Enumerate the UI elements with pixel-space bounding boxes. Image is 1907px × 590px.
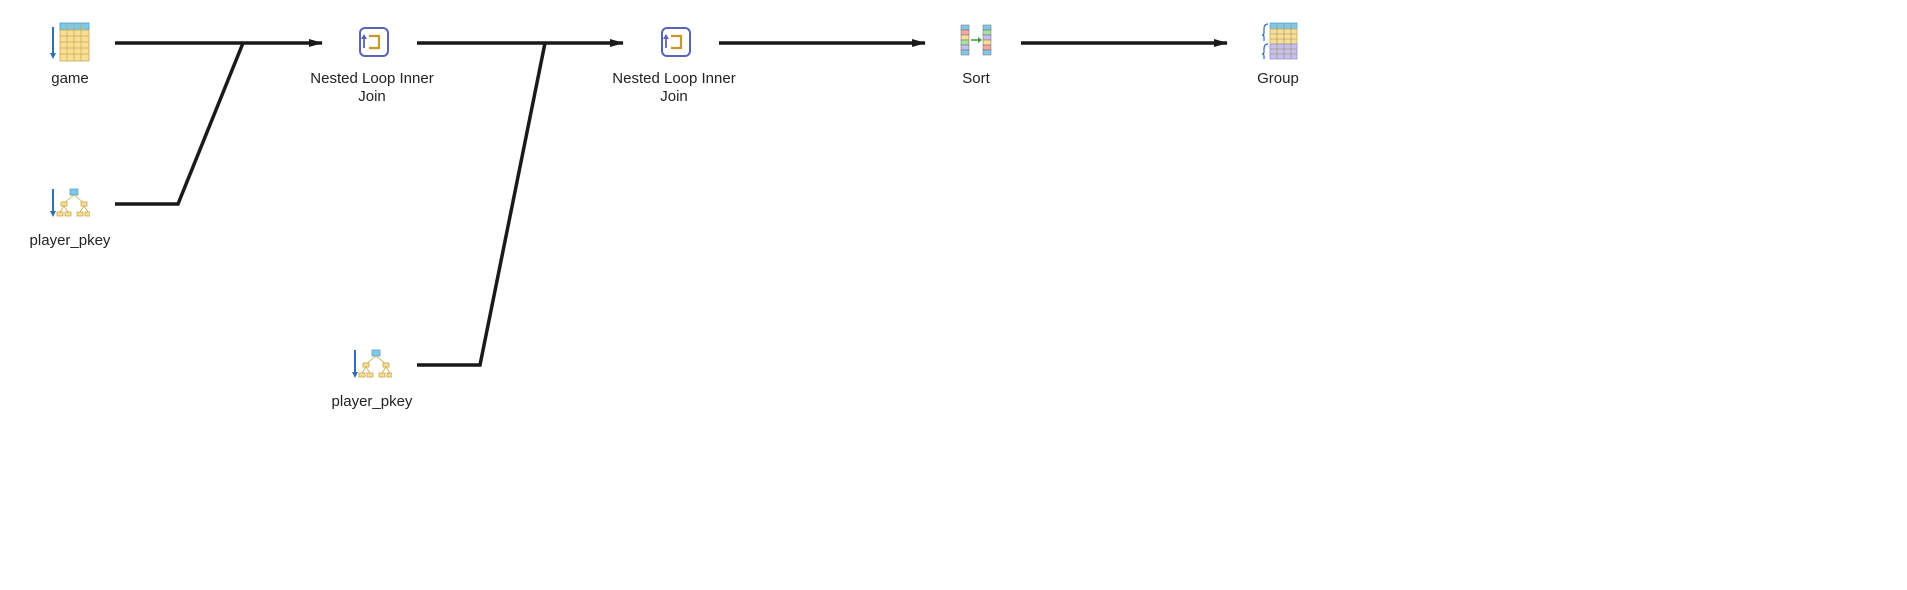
group-icon: [1258, 22, 1298, 62]
edge-player-pkey-1-to-join-1: [115, 42, 245, 206]
index-scan-icon: [50, 184, 91, 224]
node-label: Nested Loop Inner Join: [612, 70, 736, 105]
node-sort[interactable]: Sort: [901, 22, 1051, 88]
nested-loop-icon: [654, 22, 694, 62]
node-player-pkey-2[interactable]: player_pkey: [297, 345, 447, 411]
node-label: Group: [1257, 70, 1299, 87]
node-player-pkey-1[interactable]: player_pkey: [0, 184, 145, 250]
node-group[interactable]: Group: [1203, 22, 1353, 88]
node-nested-loop-join-1[interactable]: Nested Loop Inner Join: [297, 22, 447, 106]
nested-loop-icon: [352, 22, 392, 62]
node-label: Nested Loop Inner Join: [310, 70, 434, 105]
node-label: player_pkey: [29, 232, 111, 249]
node-label: Sort: [962, 70, 990, 87]
node-label: game: [51, 70, 89, 87]
node-label: player_pkey: [331, 393, 413, 410]
table-scan-icon: [50, 22, 90, 62]
sort-icon: [956, 22, 996, 62]
node-nested-loop-join-2[interactable]: Nested Loop Inner Join: [599, 22, 749, 106]
edge-player-pkey-2-to-join-2: [417, 42, 547, 367]
node-game[interactable]: game: [0, 22, 145, 88]
index-scan-icon: [352, 345, 393, 385]
